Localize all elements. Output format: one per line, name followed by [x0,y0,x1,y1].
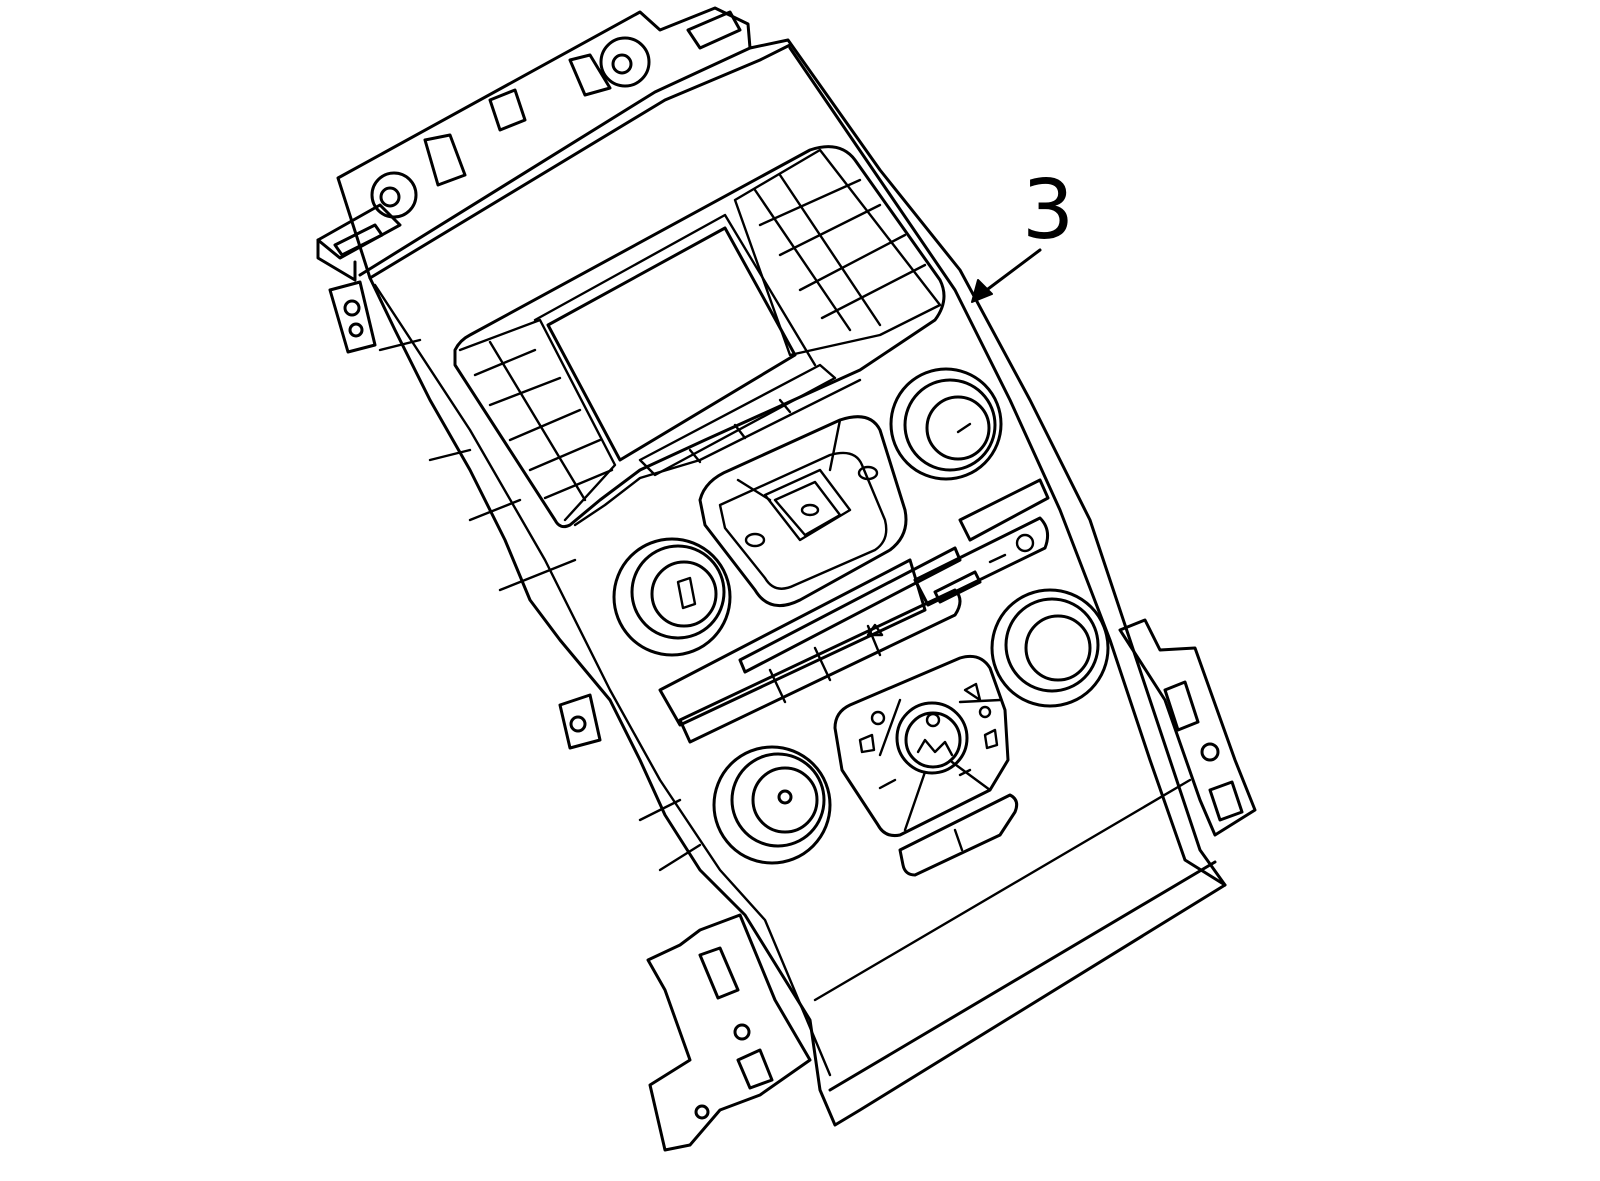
upper-left-knob[interactable] [612,537,732,657]
callout-label: 3 [1022,163,1074,258]
bottom-mounting-bracket [646,913,812,1152]
media-button-strip [658,478,1050,744]
bezel-housing [336,6,1227,1127]
display-panel [453,145,946,529]
callout-3: 3 [971,163,1074,303]
top-mounting-features [316,10,742,282]
upper-right-knob[interactable] [889,367,1003,481]
callout-arrowhead [971,279,993,303]
lower-left-knob[interactable] [712,745,832,865]
lower-right-knob[interactable] [990,588,1110,708]
right-mounting-bracket [1118,618,1257,837]
left-mounting-bracket [328,280,702,872]
climate-control-cluster[interactable] [833,654,1019,877]
directional-pad[interactable] [698,415,908,608]
